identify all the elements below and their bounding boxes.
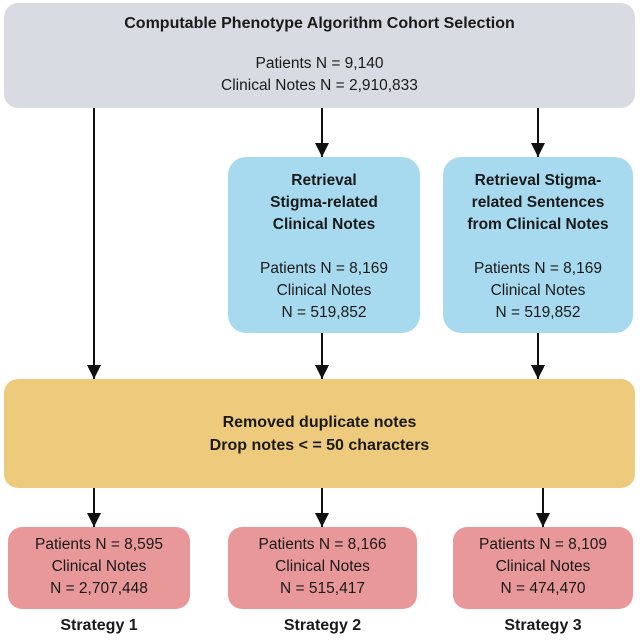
- retrieval-sentences-box: Retrieval Stigma- related Sentences from…: [443, 157, 633, 333]
- strategy1-notes-count: N = 2,707,448: [50, 580, 148, 597]
- strategy1-result-box: Patients N = 8,595 Clinical Notes N = 2,…: [8, 527, 190, 609]
- arrow-filter-to-strategy2: [315, 488, 329, 527]
- cohort-patients-count: Patients N = 9,140: [255, 55, 384, 72]
- retrieval-sentences-header-line: from Clinical Notes: [467, 216, 609, 233]
- strategy3-stat-line: Clinical Notes: [495, 558, 591, 575]
- retrieval-notes-stat-line: N = 519,852: [281, 304, 367, 321]
- strategy2-label: Strategy 2: [283, 617, 362, 634]
- filter-rule-length: Drop notes < = 50 characters: [209, 436, 430, 454]
- arrow-retrieval-sentences-to-filter: [531, 333, 545, 379]
- strategy2-notes-count: N = 515,417: [280, 580, 365, 597]
- retrieval-sentences-patients-count: Patients N = 8,169: [474, 260, 602, 277]
- arrow-cohort-to-retrieval-notes: [315, 108, 329, 157]
- arrow-cohort-to-retrieval-sentences: [531, 108, 545, 157]
- strategy2-result-box: Patients N = 8,166 Clinical Notes N = 51…: [228, 527, 417, 609]
- cohort-notes-count: Clinical Notes N = 2,910,833: [221, 77, 418, 94]
- strategy3-notes-count: N = 474,470: [500, 580, 586, 597]
- retrieval-sentences-stat-line: Clinical Notes: [490, 282, 586, 299]
- strategy1-patients-count: Patients N = 8,595: [35, 536, 163, 553]
- retrieval-notes-patients-count: Patients N = 8,169: [260, 260, 388, 277]
- cohort-selection-box: Computable Phenotype Algorithm Cohort Se…: [4, 3, 635, 108]
- spacer: [228, 236, 420, 258]
- retrieval-notes-stat-line: Clinical Notes: [276, 282, 372, 299]
- strategy3-result-box: Patients N = 8,109 Clinical Notes N = 47…: [453, 527, 633, 609]
- retrieval-notes-header-line: Stigma-related: [270, 194, 378, 211]
- strategy3-label: Strategy 3: [504, 617, 582, 634]
- cohort-box-title: Computable Phenotype Algorithm Cohort Se…: [124, 15, 515, 32]
- retrieval-sentences-header-line: related Sentences: [471, 194, 605, 211]
- strategy1-stat-line: Clinical Notes: [51, 558, 147, 575]
- strategy1-label: Strategy 1: [60, 617, 138, 634]
- strategy2-patients-count: Patients N = 8,166: [258, 536, 387, 553]
- strategy2-stat-line: Clinical Notes: [275, 558, 370, 575]
- retrieval-notes-header-line: Retrieval: [291, 172, 357, 189]
- retrieval-notes-box: Retrieval Stigma-related Clinical Notes …: [228, 157, 420, 333]
- arrow-filter-to-strategy1: [87, 488, 101, 527]
- retrieval-sentences-stat-line: N = 519,852: [495, 304, 581, 321]
- filter-rule-duplicates: Removed duplicate notes: [222, 413, 417, 431]
- arrow-retrieval-notes-to-filter: [315, 333, 329, 379]
- strategy3-patients-count: Patients N = 8,109: [479, 536, 607, 553]
- spacer: [4, 35, 635, 53]
- retrieval-sentences-header-line: Retrieval Stigma-: [474, 172, 602, 189]
- retrieval-notes-header-line: Clinical Notes: [272, 216, 376, 233]
- arrow-cohort-to-filter-left: [87, 108, 101, 379]
- arrow-filter-to-strategy3: [536, 488, 550, 527]
- spacer: [443, 236, 633, 258]
- filter-box: Removed duplicate notes Drop notes < = 5…: [4, 379, 635, 488]
